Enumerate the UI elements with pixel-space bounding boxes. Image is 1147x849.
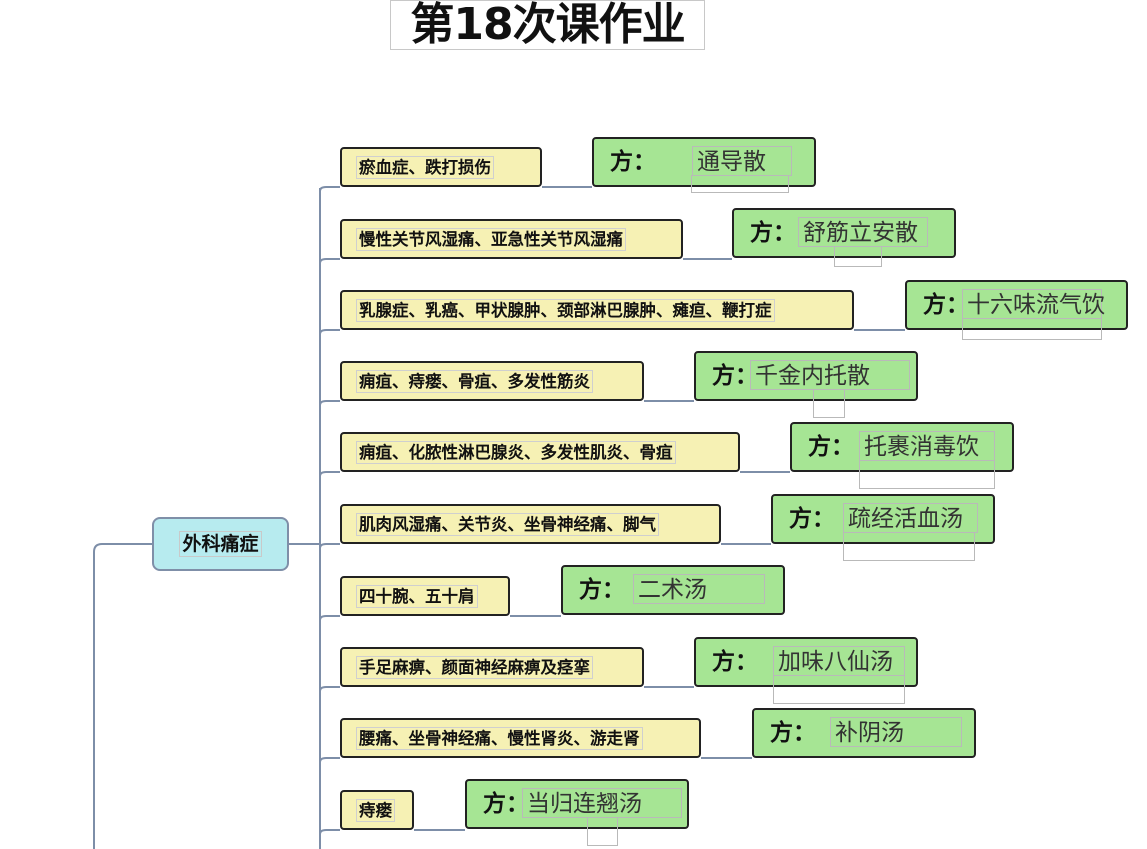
prescription-prefix: 方：	[808, 434, 854, 460]
condition-label: 手足麻痹、颜面神经麻痹及痉挛	[356, 655, 593, 679]
condition-label: 痔瘘	[356, 798, 395, 822]
prescription-name: 舒筋立安散	[798, 217, 928, 247]
condition-node[interactable]: 乳腺症、乳癌、甲状腺肿、颈部淋巴腺肿、瘫疸、鞭打症	[340, 290, 854, 330]
prescription-node[interactable]: 方：十六味流气饮	[905, 280, 1128, 340]
prescription-underline-box	[859, 461, 995, 489]
condition-node[interactable]: 痈疽、痔瘘、骨疽、多发性筋炎	[340, 361, 644, 401]
trunk-to-condition-line	[319, 829, 340, 840]
condition-label: 痈疽、痔瘘、骨疽、多发性筋炎	[356, 369, 593, 393]
trunk-to-condition-line	[319, 400, 340, 411]
trunk-to-condition-line	[319, 329, 340, 340]
prescription-prefix: 方：	[483, 791, 529, 817]
prescription-node[interactable]: 方： 疏经活血汤	[771, 494, 995, 561]
condition-label: 乳腺症、乳癌、甲状腺肿、颈部淋巴腺肿、瘫疸、鞭打症	[356, 298, 775, 322]
prescription-name: 补阴汤	[830, 717, 962, 747]
root-node[interactable]: 外科痛症	[152, 517, 289, 571]
prescription-node[interactable]: 方：千金内托散	[694, 351, 918, 418]
condition-node[interactable]: 腰痛、坐骨神经痛、慢性肾炎、游走肾	[340, 718, 701, 758]
prescription-underline-box	[587, 818, 618, 846]
condition-label: 四十腕、五十肩	[356, 584, 478, 608]
condition-node[interactable]: 四十腕、五十肩	[340, 576, 510, 616]
prescription-node[interactable]: 方： 补阴汤	[752, 708, 976, 758]
prescription-name: 千金内托散	[750, 360, 910, 390]
prescription-node[interactable]: 方：舒筋立安散	[732, 208, 956, 267]
trunk-to-condition-line	[319, 757, 340, 768]
condition-label: 肌肉风湿痛、关节炎、坐骨神经痛、脚气	[356, 512, 659, 536]
prescription-prefix: 方：	[750, 220, 796, 246]
prescription-prefix: 方：	[789, 506, 835, 532]
prescription-name: 十六味流气饮	[962, 289, 1105, 319]
condition-label: 慢性关节风湿痛、亚急性关节风湿痛	[356, 227, 626, 251]
prescription-prefix: 方：	[610, 149, 656, 175]
trunk-to-condition-line	[319, 686, 340, 697]
prescription-underline-box	[691, 175, 789, 193]
prescription-name: 当归连翘汤	[522, 788, 682, 818]
root-left-line	[93, 543, 152, 849]
condition-label: 腰痛、坐骨神经痛、慢性肾炎、游走肾	[356, 726, 643, 750]
prescription-prefix: 方：	[770, 720, 816, 746]
condition-node[interactable]: 瘀血症、跌打损伤	[340, 147, 542, 187]
prescription-name: 二术汤	[633, 574, 765, 604]
prescription-node[interactable]: 方： 加味八仙汤	[694, 637, 918, 704]
trunk-to-condition-line	[319, 186, 340, 197]
trunk-to-condition-line	[319, 543, 340, 554]
condition-node[interactable]: 肌肉风湿痛、关节炎、坐骨神经痛、脚气	[340, 504, 721, 544]
prescription-underline-box	[813, 390, 845, 418]
condition-label: 痈疽、化脓性淋巴腺炎、多发性肌炎、骨疽	[356, 440, 676, 464]
condition-node[interactable]: 手足麻痹、颜面神经麻痹及痉挛	[340, 647, 644, 687]
prescription-underline-box	[834, 247, 882, 267]
prescription-name: 加味八仙汤	[773, 646, 905, 676]
root-node-label: 外科痛症	[179, 531, 262, 557]
condition-node[interactable]: 痈疽、化脓性淋巴腺炎、多发性肌炎、骨疽	[340, 432, 740, 472]
prescription-node[interactable]: 方：当归连翘汤	[465, 779, 689, 846]
prescription-underline-box	[773, 676, 905, 704]
prescription-name: 托裹消毒饮	[859, 431, 995, 461]
condition-node[interactable]: 慢性关节风湿痛、亚急性关节风湿痛	[340, 219, 683, 259]
page-title: 第18次课作业	[390, 0, 705, 50]
prescription-node[interactable]: 方： 二术汤	[561, 565, 785, 615]
condition-label: 瘀血症、跌打损伤	[356, 155, 494, 179]
prescription-prefix: 方：	[579, 577, 625, 603]
condition-node[interactable]: 痔瘘	[340, 790, 414, 830]
trunk-to-condition-line	[319, 471, 340, 482]
prescription-name: 疏经活血汤	[843, 503, 978, 533]
prescription-underline-box	[843, 533, 975, 561]
prescription-prefix: 方：	[923, 292, 969, 318]
prescription-node[interactable]: 方：托裹消毒饮	[790, 422, 1014, 489]
prescription-prefix: 方：	[712, 649, 758, 675]
prescription-underline-box	[962, 319, 1102, 340]
prescription-node[interactable]: 方： 通导散	[592, 137, 816, 193]
trunk-to-condition-line	[319, 258, 340, 269]
trunk-to-condition-line	[319, 615, 340, 626]
prescription-name: 通导散	[692, 146, 792, 176]
